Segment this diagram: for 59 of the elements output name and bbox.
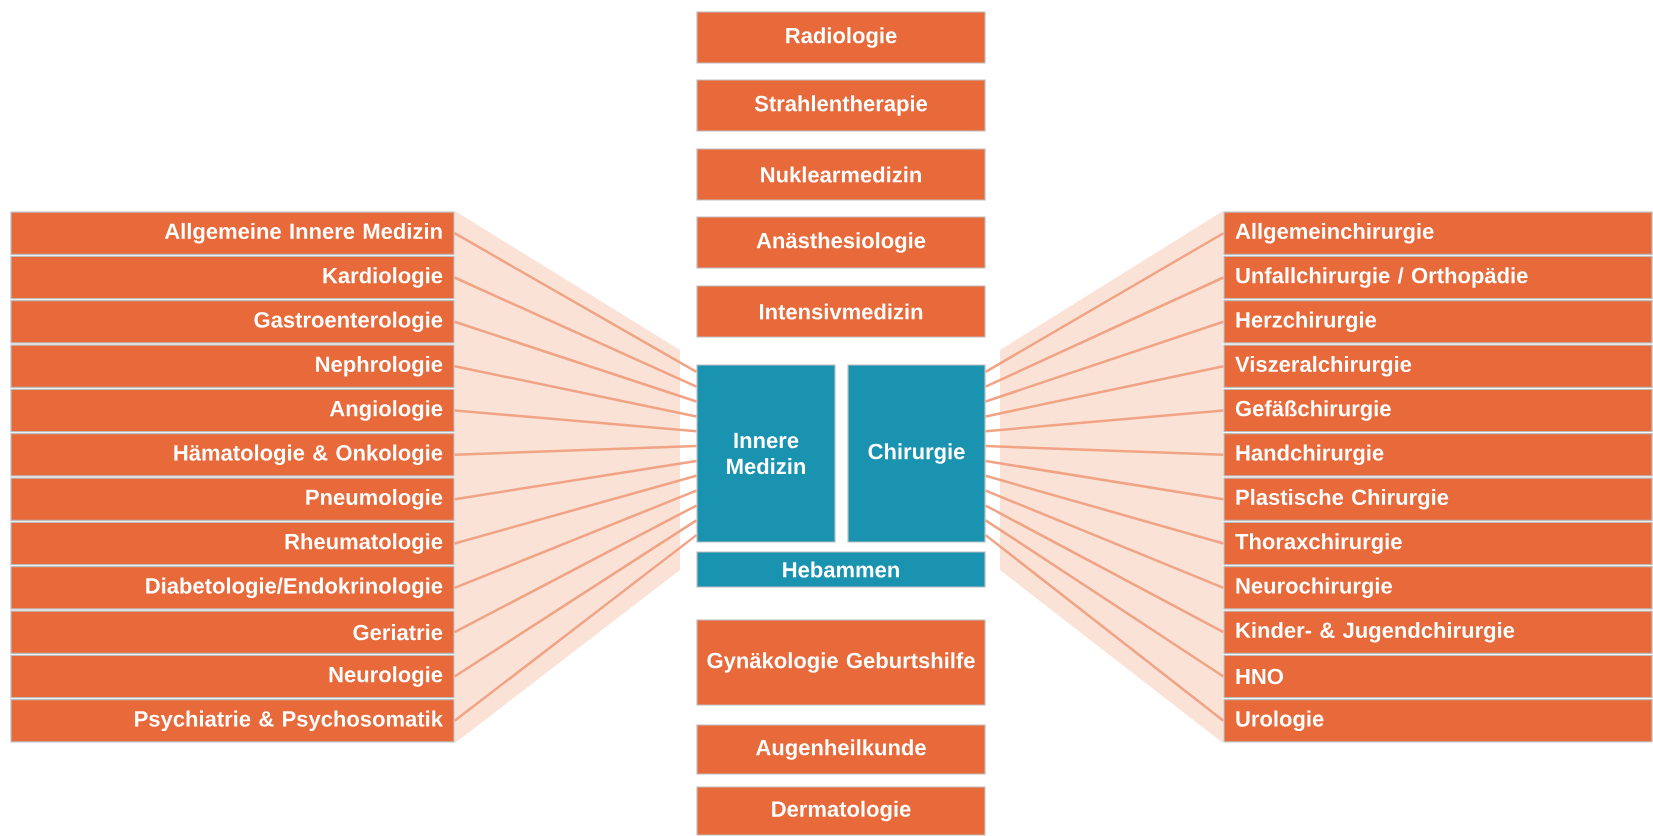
specialty-box: Intensivmedizin [696, 285, 986, 338]
specialty-box: Rheumatologie [10, 521, 455, 566]
specialty-box: Nuklearmedizin [696, 148, 986, 201]
department-box: Innere Medizin [696, 364, 836, 543]
specialty-box: Anästhesiologie [696, 216, 986, 269]
department-box: Hebammen [696, 551, 986, 588]
connector-line [454, 320, 697, 403]
connector-line [985, 504, 1224, 634]
specialty-box: Kinder- & Jugendchirurgie [1223, 610, 1653, 654]
specialty-box: Allgemeine Innere Medizin [10, 211, 455, 255]
connector-line [985, 489, 1224, 589]
specialty-box: Handchirurgie [1223, 433, 1653, 477]
specialty-box: Viszeralchirurgie [1223, 344, 1653, 388]
specialty-box: Nephrologie [10, 344, 455, 388]
connector-line [454, 504, 697, 634]
specialty-box: Augenheilkunde [696, 724, 986, 775]
connector-line [985, 459, 1224, 501]
specialty-box: Psychiatrie & Psychosomatik [10, 699, 455, 743]
specialty-box: Kardiologie [10, 255, 455, 300]
specialty-box: Strahlentherapie [696, 79, 986, 132]
connector-line [454, 409, 697, 433]
connector-line [454, 365, 697, 418]
specialty-box: Gynäkologie Geburtshilfe [696, 619, 986, 706]
specialty-box: Urologie [1223, 699, 1653, 743]
connector-line [984, 534, 1225, 722]
connector-line [985, 320, 1224, 403]
specialty-box: HNO [1223, 654, 1653, 699]
connector-line [985, 409, 1224, 433]
specialty-box: Plastische Chirurgie [1223, 477, 1653, 521]
department-box: Chirurgie [847, 364, 986, 543]
connector-line [454, 489, 697, 589]
specialty-box: Angiologie [10, 388, 455, 433]
specialty-box: Thoraxchirurgie [1223, 521, 1653, 566]
specialty-box: Neurologie [10, 654, 455, 699]
connector-line [985, 276, 1224, 388]
connector-line [454, 276, 697, 388]
specialty-box: Geriatrie [10, 610, 455, 654]
connector-line [985, 474, 1224, 545]
connector-line [985, 444, 1224, 457]
connector-line [985, 365, 1224, 418]
specialty-box: Gastroenterologie [10, 300, 455, 344]
connector-line [453, 534, 698, 722]
connector-line [453, 519, 698, 678]
connector-line [454, 459, 697, 501]
specialty-box: Radiologie [696, 11, 986, 64]
specialty-box: Pneumologie [10, 477, 455, 521]
specialty-box: Hämatologie & Onkologie [10, 433, 455, 477]
specialty-box: Unfallchirurgie / Orthopädie [1223, 255, 1653, 300]
connector-line [454, 232, 698, 373]
specialty-box: Dermatologie [696, 786, 986, 836]
connector-line [985, 232, 1225, 373]
specialty-box: Allgemeinchirurgie [1223, 211, 1653, 255]
connector-line [984, 519, 1225, 678]
connector-line [454, 444, 697, 457]
specialty-box: Diabetologie/Endokrinologie [10, 566, 455, 610]
specialty-box: Gefäßchirurgie [1223, 388, 1653, 433]
specialty-box: Neurochirurgie [1223, 566, 1653, 610]
specialty-box: Herzchirurgie [1223, 300, 1653, 344]
connector-line [454, 474, 697, 545]
